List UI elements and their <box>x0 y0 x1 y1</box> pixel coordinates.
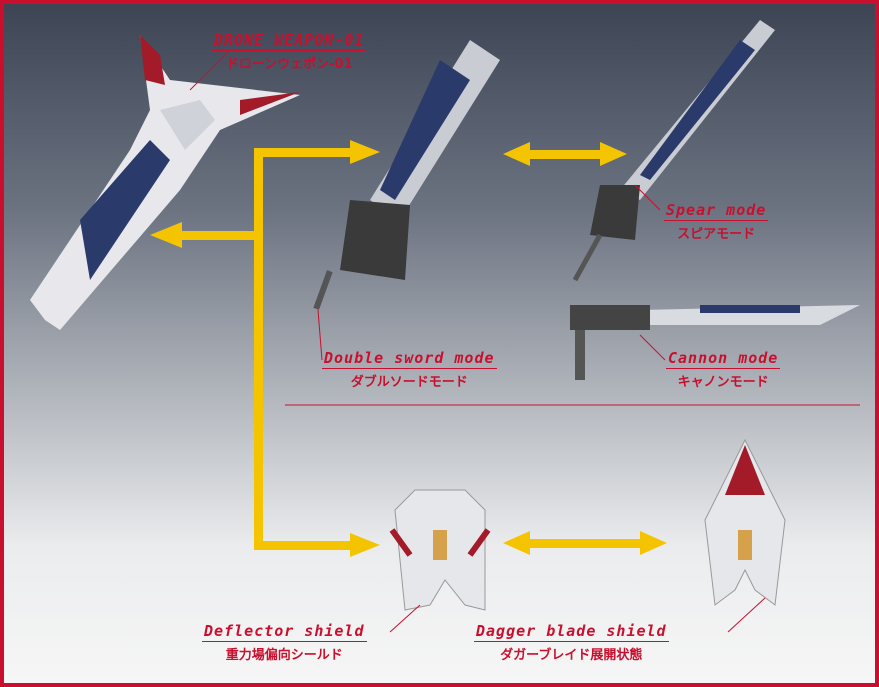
double-sword-image <box>313 40 500 310</box>
leader-lines <box>189 49 766 633</box>
label-jp: ドローンウェポン-01 <box>225 57 353 72</box>
label-deflector-shield: Deflector shield 重力場偏向シールド <box>202 622 367 663</box>
label-en: DRONE WEAPON-01 <box>212 31 367 51</box>
label-en: Cannon mode <box>666 349 781 369</box>
label-jp: スピアモード <box>677 227 756 242</box>
label-en: Double sword mode <box>322 349 497 369</box>
label-en: Dagger blade shield <box>474 622 669 642</box>
label-dagger-blade-shield: Dagger blade shield ダガーブレイド展開状態 <box>474 622 669 663</box>
label-en: Spear mode <box>664 201 769 221</box>
drone-weapon-image <box>30 35 300 330</box>
label-spear: Spear mode スピアモード <box>664 201 769 242</box>
spear-image <box>572 20 775 282</box>
cannon-image <box>570 305 860 380</box>
label-jp: キャノンモード <box>677 375 769 390</box>
flow-arrows <box>150 140 667 557</box>
label-drone-weapon: DRONE WEAPON-01 ドローンウェポン-01 <box>212 31 367 72</box>
diagram-artwork <box>30 20 860 633</box>
label-jp: 重力場偏向シールド <box>225 648 343 663</box>
deflector-shield-image <box>389 489 491 611</box>
label-jp: ダブルソードモード <box>350 375 468 390</box>
dagger-blade-shield-image <box>704 438 786 606</box>
label-jp: ダガーブレイド展開状態 <box>500 648 643 663</box>
label-en: Deflector shield <box>202 622 367 642</box>
label-double-sword: Double sword mode ダブルソードモード <box>322 349 497 390</box>
label-cannon: Cannon mode キャノンモード <box>666 349 781 390</box>
